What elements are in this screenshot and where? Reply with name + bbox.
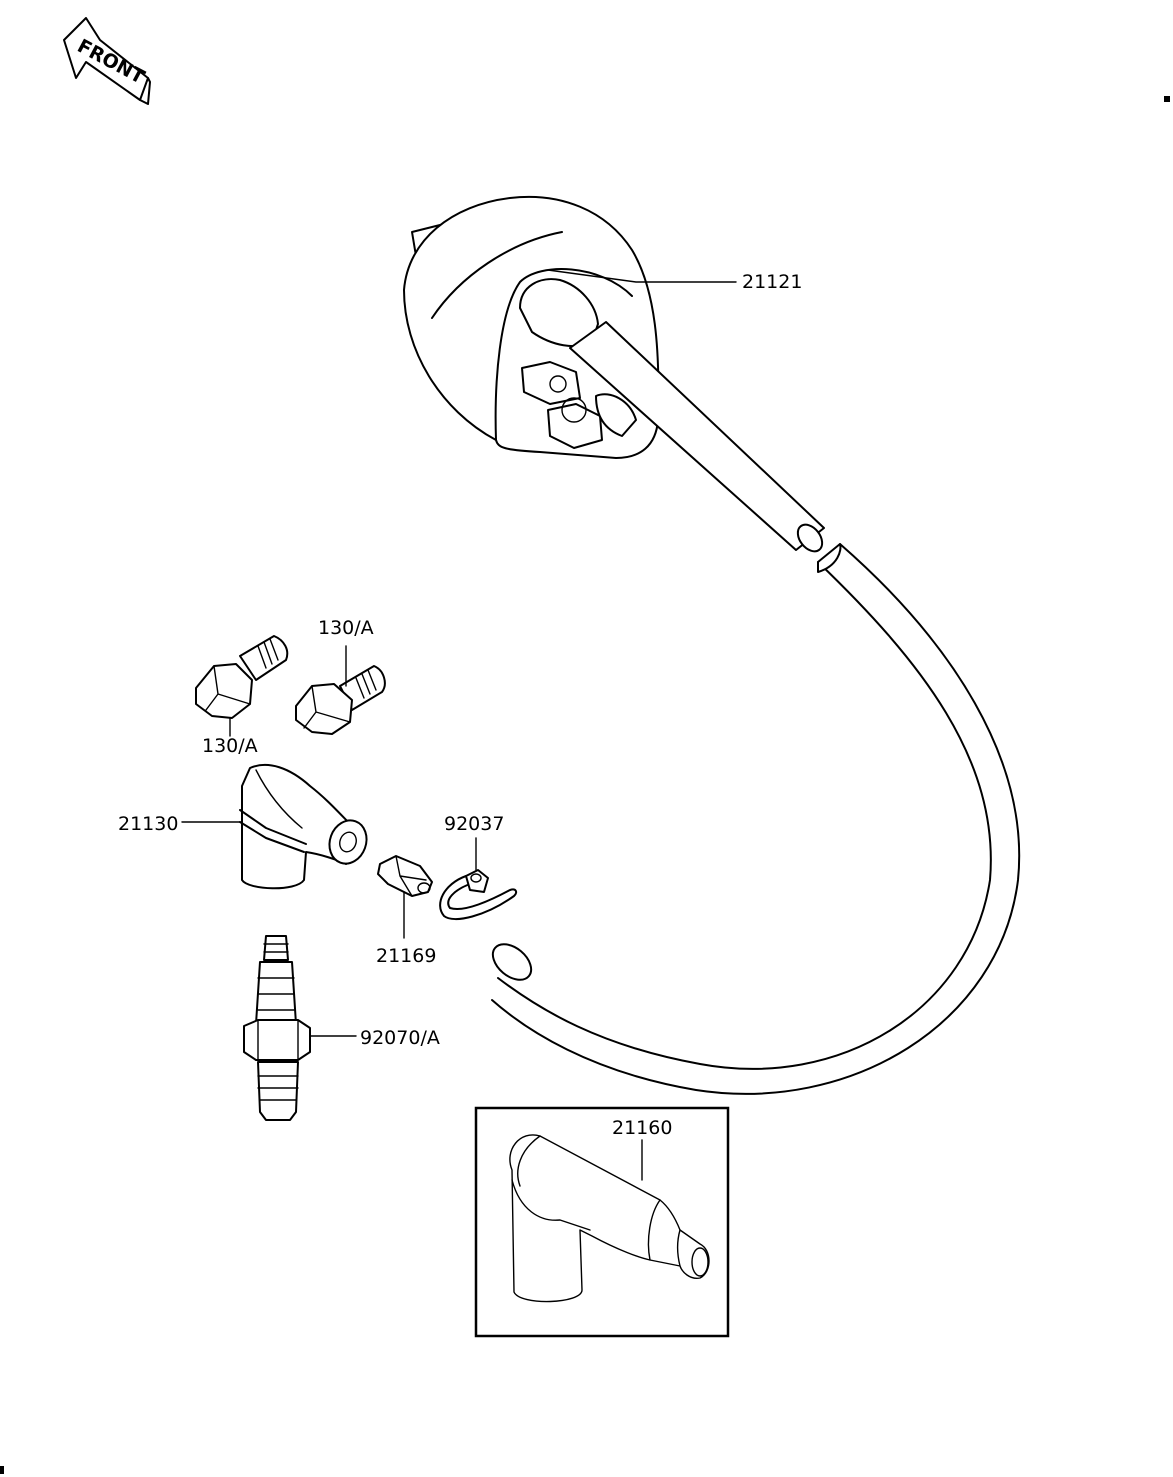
ignition-coil-drawing	[403, 195, 1021, 1095]
inset-box	[474, 1106, 730, 1338]
part-label-21160: 21160	[612, 1117, 672, 1139]
part-label-130a-bottom: 130/A	[202, 735, 258, 757]
spark-plug-drawing	[243, 935, 311, 1121]
part-label-92070a: 92070/A	[360, 1027, 440, 1049]
front-direction-marker: FRONT	[63, 17, 151, 105]
spark-plug-cap-drawing	[239, 763, 368, 890]
clamp-drawing	[439, 869, 518, 921]
edge-mark	[0, 1466, 4, 1474]
part-label-92037: 92037	[444, 813, 504, 835]
part-label-130a-top: 130/A	[318, 617, 374, 639]
edge-mark	[1164, 96, 1170, 102]
bolt-drawing	[295, 665, 386, 735]
cap-terminal-drawing	[377, 855, 433, 897]
part-label-21130: 21130	[118, 813, 178, 835]
part-label-21121: 21121	[742, 271, 802, 293]
bolt-drawing	[195, 635, 289, 719]
part-label-21169: 21169	[376, 945, 436, 967]
